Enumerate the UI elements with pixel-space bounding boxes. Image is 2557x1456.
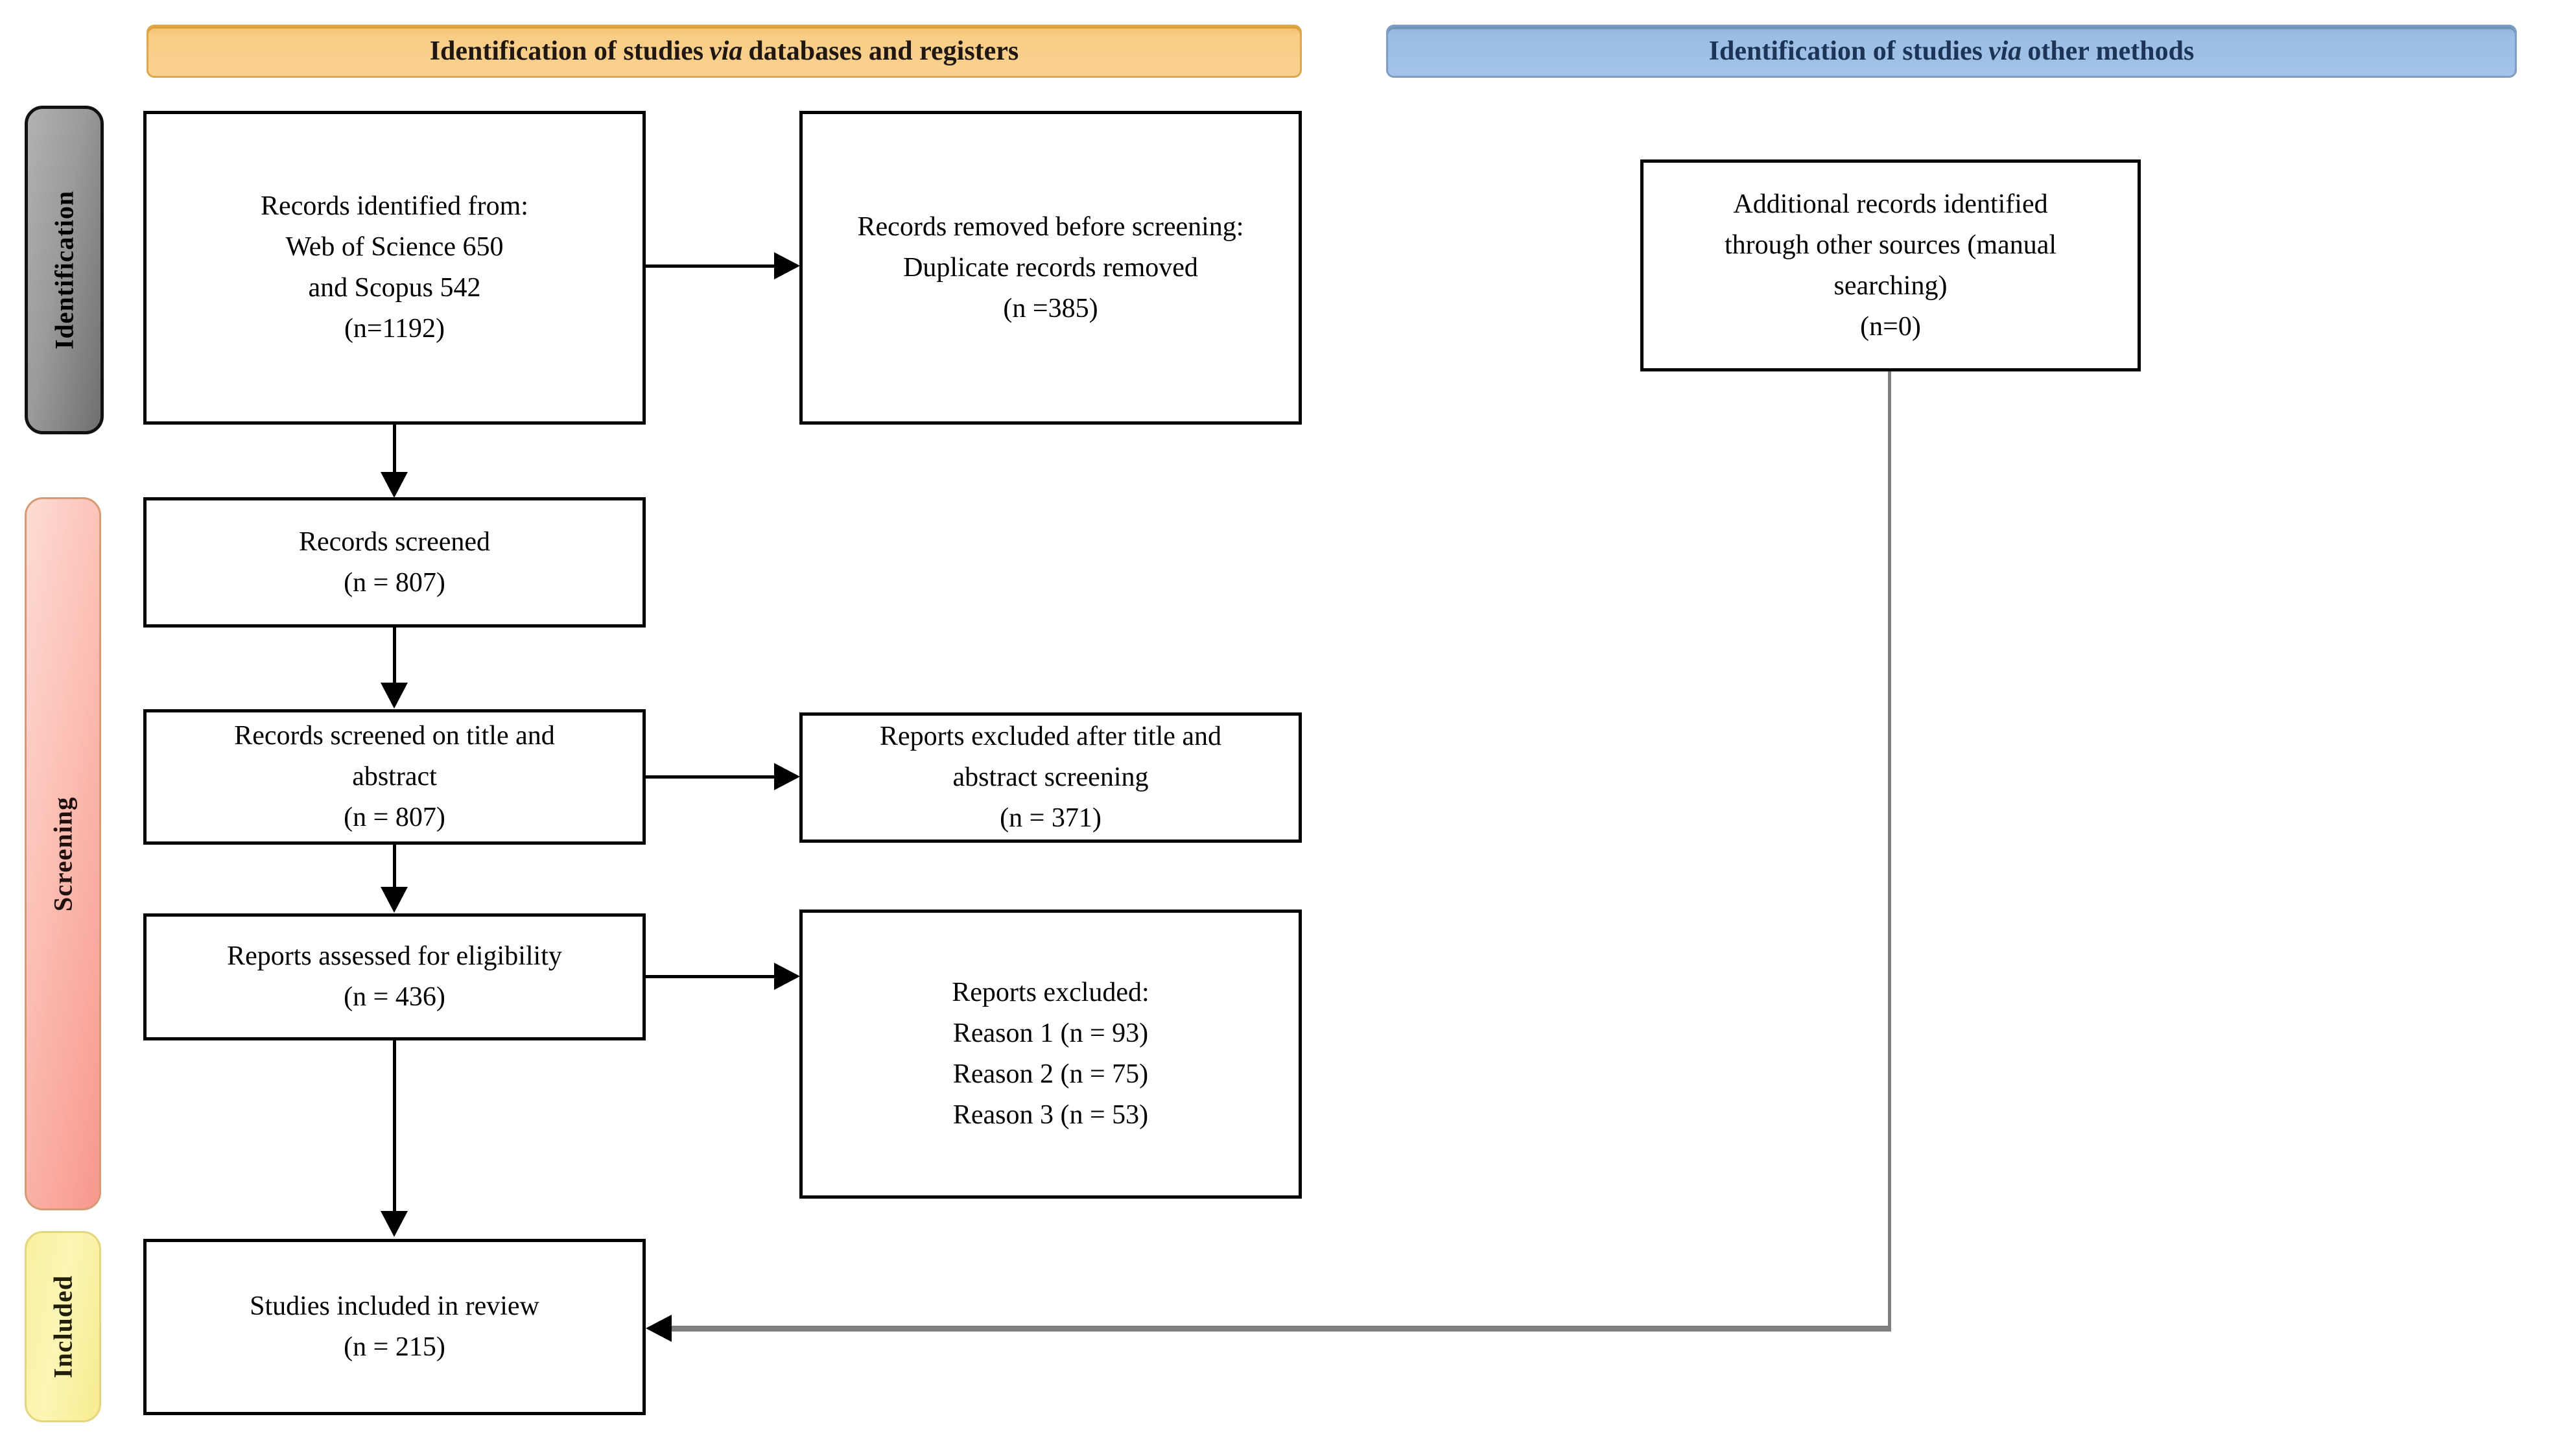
header-databases-registers: Identification of studies via databases … (147, 25, 1302, 78)
box-studies-included: Studies included in review (n = 215) (143, 1239, 646, 1415)
box-records-identified: Records identified from: Web of Science … (143, 111, 646, 425)
arrow-screened-to-title-abstract-head-icon (381, 683, 408, 709)
stage-screening: Screening (25, 497, 101, 1210)
box-reports-excluded-title-abstract: Reports excluded after title and abstrac… (799, 712, 1302, 843)
connector-additional-records-horizontal-line (669, 1326, 1891, 1332)
header-databases-suffix: databases and registers (748, 36, 1019, 66)
arrow-identified-to-screened-line (393, 425, 396, 474)
stage-identification: Identification (25, 106, 104, 434)
arrow-identified-to-removed-line (646, 264, 777, 268)
header-other-via: via (1988, 36, 2022, 66)
arrow-additional-to-included-head-icon (646, 1315, 672, 1342)
arrow-screened-to-title-abstract-line (393, 628, 396, 685)
arrow-identified-to-screened-head-icon (381, 472, 408, 498)
box-records-screened: Records screened (n = 807) (143, 497, 646, 628)
stage-included: Included (25, 1231, 101, 1422)
stage-screening-label: Screening (48, 796, 78, 911)
box-additional-records: Additional records identified through ot… (1640, 159, 2141, 371)
box-reports-excluded-reasons: Reports excluded: Reason 1 (n = 93) Reas… (799, 910, 1302, 1199)
header-other-prefix: Identification of studies (1708, 36, 1983, 66)
arrow-title-abstract-to-assessed-head-icon (381, 887, 408, 913)
arrow-title-abstract-to-excluded-line (646, 775, 777, 779)
header-other-suffix: other methods (2027, 36, 2195, 66)
arrow-identified-to-removed-head-icon (774, 252, 800, 279)
stage-included-label: Included (48, 1274, 78, 1379)
header-databases-via: via (709, 36, 743, 66)
box-records-removed: Records removed before screening: Duplic… (799, 111, 1302, 425)
box-records-screened-title-abstract: Records screened on title and abstract (… (143, 709, 646, 845)
header-other-methods: Identification of studies via other meth… (1386, 25, 2517, 78)
arrow-title-abstract-to-excluded-head-icon (774, 763, 800, 790)
arrow-assessed-to-excluded-reasons-line (646, 975, 777, 978)
arrow-assessed-to-excluded-reasons-head-icon (774, 963, 800, 990)
stage-identification-label: Identification (49, 190, 79, 350)
connector-additional-records-vertical-line (1888, 371, 1891, 1330)
header-databases-prefix: Identification of studies (429, 36, 704, 66)
arrow-assessed-to-included-line (393, 1040, 396, 1213)
arrow-title-abstract-to-assessed-line (393, 845, 396, 889)
box-reports-assessed: Reports assessed for eligibility (n = 43… (143, 913, 646, 1040)
arrow-assessed-to-included-head-icon (381, 1211, 408, 1237)
